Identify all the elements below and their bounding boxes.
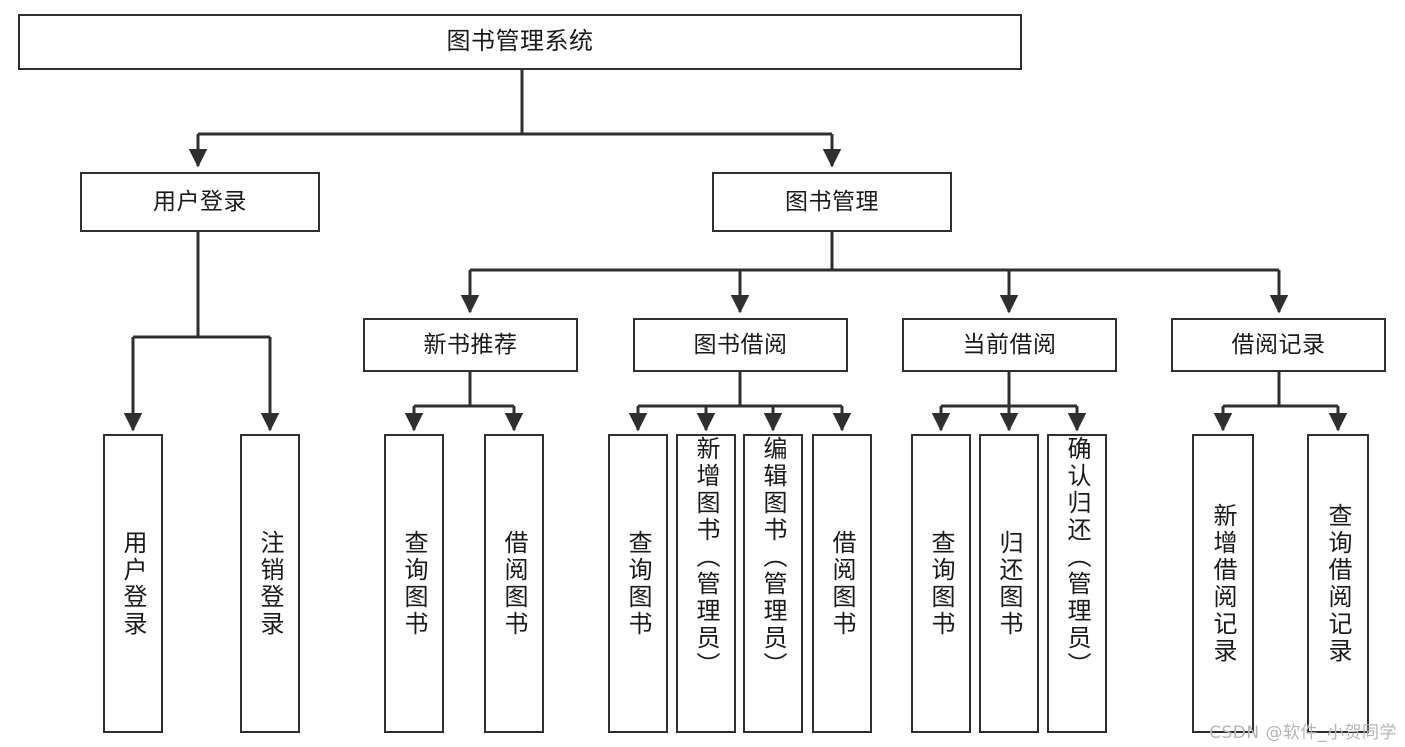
leaf-user-logout[interactable]: 注销登录 xyxy=(240,434,300,733)
node-label: 新增图书（管理员） xyxy=(692,436,720,679)
node-label: 图书管理系统 xyxy=(446,27,594,56)
node-label: 借阅记录 xyxy=(1231,331,1326,358)
leaf-add-book[interactable]: 新增图书（管理员） xyxy=(676,434,736,733)
node-book-manage[interactable]: 图书管理 xyxy=(712,172,952,232)
leaf-edit-book[interactable]: 编辑图书（管理员） xyxy=(743,434,803,733)
node-label: 归还图书 xyxy=(995,529,1023,638)
leaf-return-book[interactable]: 归还图书 xyxy=(979,434,1039,733)
node-user-login[interactable]: 用户登录 xyxy=(80,172,320,232)
node-label: 借阅图书 xyxy=(828,529,856,638)
node-new-book-recommend[interactable]: 新书推荐 xyxy=(363,318,578,372)
node-label: 查询图书 xyxy=(624,529,652,638)
leaf-user-login[interactable]: 用户登录 xyxy=(103,434,163,733)
leaf-borrow-book-recommend[interactable]: 借阅图书 xyxy=(484,434,544,733)
leaf-query-book-current[interactable]: 查询图书 xyxy=(911,434,971,733)
node-label: 图书管理 xyxy=(785,188,879,215)
node-label: 新书推荐 xyxy=(423,331,518,358)
leaf-confirm-return[interactable]: 确认归还（管理员） xyxy=(1047,434,1107,733)
node-label: 当前借阅 xyxy=(962,331,1057,358)
node-label: 用户登录 xyxy=(119,529,147,638)
node-label: 借阅图书 xyxy=(500,529,528,638)
csdn-watermark: CSDN @软件_小贺同学 xyxy=(1209,723,1397,743)
leaf-query-book-borrow[interactable]: 查询图书 xyxy=(608,434,668,733)
node-label: 编辑图书（管理员） xyxy=(759,436,787,679)
leaf-add-borrow-record[interactable]: 新增借阅记录 xyxy=(1192,434,1254,733)
node-book-borrow[interactable]: 图书借阅 xyxy=(633,318,848,372)
leaf-query-borrow-record[interactable]: 查询借阅记录 xyxy=(1307,434,1369,733)
leaf-borrow-book[interactable]: 借阅图书 xyxy=(812,434,872,733)
node-label: 查询图书 xyxy=(400,529,428,638)
node-label: 注销登录 xyxy=(256,529,284,638)
node-label: 新增借阅记录 xyxy=(1209,502,1237,665)
node-root-book-management-system[interactable]: 图书管理系统 xyxy=(18,14,1022,70)
leaf-query-book-recommend[interactable]: 查询图书 xyxy=(384,434,444,733)
node-label: 确认归还（管理员） xyxy=(1063,436,1091,679)
node-label: 查询借阅记录 xyxy=(1324,502,1352,665)
node-current-borrow[interactable]: 当前借阅 xyxy=(902,318,1117,372)
node-label: 图书借阅 xyxy=(693,331,788,358)
node-borrow-record[interactable]: 借阅记录 xyxy=(1171,318,1386,372)
node-label: 用户登录 xyxy=(153,188,247,215)
node-label: 查询图书 xyxy=(927,529,955,638)
